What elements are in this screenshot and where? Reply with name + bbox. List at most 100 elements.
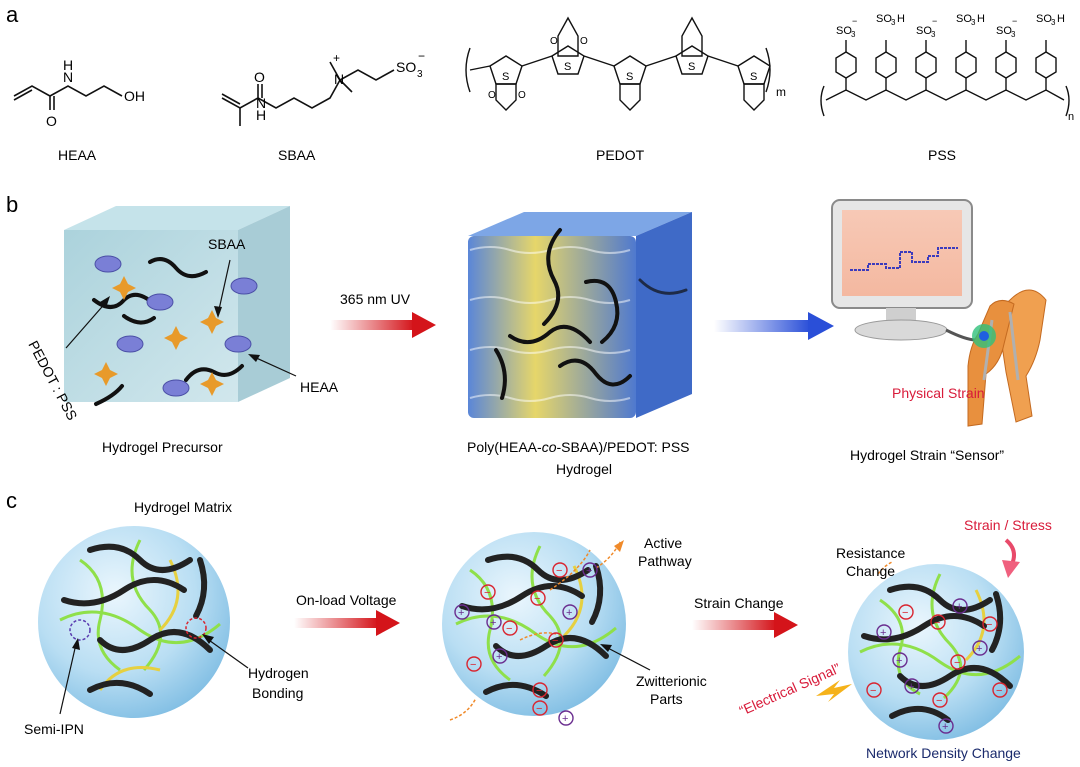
semi-ipn-pointer (59, 643, 77, 715)
minus-ion-glyph: − (556, 565, 562, 577)
sbaa-o-atom: O (254, 69, 265, 85)
minus-ion: − (866, 682, 882, 698)
hbond-label-line1: Hydrogen (248, 665, 309, 681)
pss-n-subscript: n (1068, 111, 1074, 123)
heaa-structure (13, 85, 123, 110)
uv-arrow-label: 365 nm UV (340, 291, 411, 307)
pss-so3-3-sub: 3 (931, 30, 936, 39)
minus-ion-glyph: − (534, 593, 540, 605)
minus-ion: − (532, 700, 548, 716)
monitor-icon (831, 199, 973, 341)
hbond-pointer-head (202, 634, 214, 644)
plus-ion-glyph: + (942, 721, 948, 733)
semi-ipn-label: Semi-IPN (24, 721, 84, 737)
precursor-label-heaa: HEAA (300, 379, 339, 395)
uv-arrow (330, 312, 436, 338)
pedot-name: PEDOT (596, 147, 645, 163)
plus-ion-glyph: + (976, 643, 982, 655)
hydrogel-caption-italic: co (542, 439, 557, 455)
minus-ion-glyph: − (902, 607, 908, 619)
heaa-n-atom: N (63, 69, 73, 85)
strain-stress-label: Strain / Stress (964, 517, 1052, 533)
resistance-trace (877, 561, 893, 575)
minus-ion-glyph: − (986, 619, 992, 631)
sbaa-pointer (217, 259, 231, 315)
voltage-arrow (294, 610, 400, 636)
minus-ion: − (552, 562, 568, 578)
plus-ion: + (562, 604, 578, 620)
sphere-matrix (38, 526, 230, 718)
minus-ion-glyph: − (470, 659, 476, 671)
sbaa-pointer-head (214, 306, 222, 318)
minus-ion: − (898, 604, 914, 620)
minus-ion-glyph: − (552, 635, 558, 647)
hydrogel-caption-post: -SBAA)/PEDOT: PSS (556, 439, 689, 455)
plus-ion: + (972, 640, 988, 656)
active-pathway-label-line2: Pathway (638, 553, 692, 569)
sensor-knee-dot (979, 331, 989, 341)
hydrogel-caption-pre: Poly(HEAA- (467, 439, 542, 455)
physical-strain-label: Physical Strain (892, 385, 985, 401)
sbaa-plus-charge: + (333, 51, 340, 65)
voltage-arrow-label: On-load Voltage (296, 592, 397, 608)
minus-ion: − (992, 682, 1008, 698)
pss-so3-5-minus: − (1012, 16, 1017, 26)
plus-ion: + (582, 562, 598, 578)
plus-ion: + (492, 648, 508, 664)
pss-so3h-2-h: H (897, 13, 905, 25)
minus-ion: − (532, 682, 548, 698)
sbaa-minus-charge: − (418, 49, 425, 63)
heaa-o-atom: O (46, 113, 57, 129)
network-density-label: Network Density Change (866, 745, 1021, 761)
ions-sphere-2: + + + + + + − − − − − − − − (454, 562, 598, 726)
hydrogel-caption-line2: Hydrogel (556, 461, 612, 477)
sbaa-so3-group: SO (396, 59, 416, 75)
minus-ion-glyph: − (536, 685, 542, 697)
sbaa-n-atom: N (256, 95, 266, 111)
pss-so3h-4-sub: 3 (971, 18, 976, 27)
pss-sulfonate-labels: SO 3 − SO 3 H SO 3 − SO 3 H SO 3 − SO 3 … (836, 13, 1065, 39)
minus-ion-glyph: − (484, 587, 490, 599)
pedot-s-atom-1: S (502, 71, 509, 83)
zwitterionic-pointer (603, 645, 651, 671)
pathway-tail (449, 697, 477, 721)
plus-ion-glyph: + (562, 713, 568, 725)
pedot-pointer-head (100, 296, 110, 308)
precursor-cube (64, 206, 290, 406)
sbaa-so3-sub: 3 (417, 69, 423, 80)
plus-ion-glyph: + (566, 607, 572, 619)
strain-change-label: Strain Change (694, 595, 784, 611)
plus-ion: + (952, 598, 968, 614)
active-pathway-label-line1: Active (644, 535, 682, 551)
heaa-pointer (251, 355, 297, 377)
plus-ion-glyph: + (908, 681, 914, 693)
pss-so3-3: SO (916, 25, 932, 37)
pss-so3-1: SO (836, 25, 852, 37)
minus-ion-glyph: − (954, 657, 960, 669)
pedot-s-atom-3: S (626, 71, 633, 83)
sensor-arrow (714, 312, 834, 340)
panel-a-letter: a (6, 2, 19, 27)
minus-ion-glyph: − (936, 695, 942, 707)
pedot-m-subscript: m (776, 85, 786, 99)
panel-c-letter: c (6, 488, 17, 513)
plus-ion: + (486, 614, 502, 630)
heaa-name: HEAA (58, 147, 97, 163)
pss-so3h-6-sub: 3 (1051, 18, 1056, 27)
plus-ion-glyph: + (586, 565, 592, 577)
pss-so3h-4-h: H (977, 13, 985, 25)
hbond-label-line2: Bonding (252, 685, 303, 701)
strain-change-arrow (692, 612, 798, 638)
pss-structure (820, 40, 1070, 117)
plus-ion-glyph: + (458, 607, 464, 619)
sphere-strained (848, 564, 1024, 740)
pss-so3-1-minus: − (852, 16, 857, 26)
pss-so3-5-sub: 3 (1011, 30, 1016, 39)
minus-ion: − (466, 656, 482, 672)
pss-so3-5: SO (996, 25, 1012, 37)
active-pathway-head (614, 540, 624, 552)
plus-ion: + (938, 718, 954, 734)
plus-ion-glyph: + (880, 627, 886, 639)
plus-ion: + (454, 604, 470, 620)
